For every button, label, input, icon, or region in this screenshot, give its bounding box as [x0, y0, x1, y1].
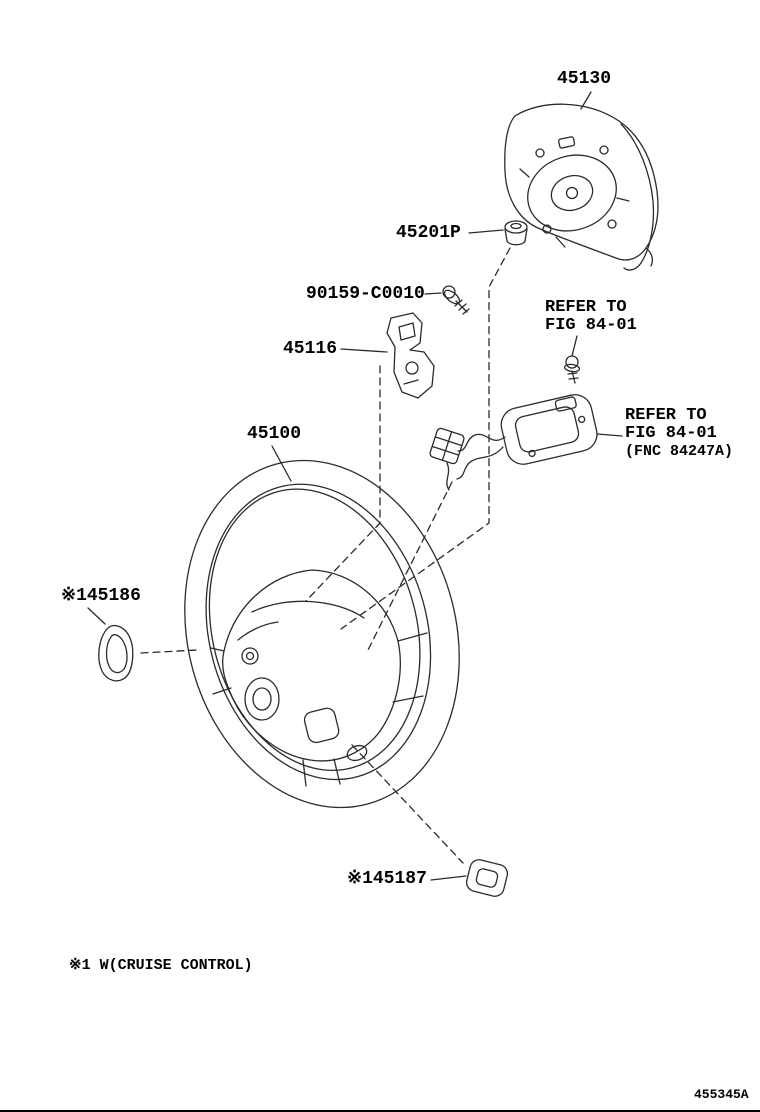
reference-note-right-line1: REFER TO [625, 406, 707, 425]
screw-90159-drawing [442, 285, 470, 315]
cruise-control-footnote: ※1 W(CRUISE CONTROL) [69, 957, 253, 974]
steering-wheel-drawing [184, 459, 460, 809]
leader-lines [87, 91, 623, 881]
callout-45201p-label: 45201P [396, 223, 461, 243]
clip-45186-drawing [98, 624, 134, 682]
callout-45130-label: 45130 [557, 69, 612, 89]
figure-code: 455345A [694, 1087, 749, 1102]
callout-45116-label: 45116 [283, 339, 338, 359]
reference-note-upper-line1: REFER TO [545, 298, 627, 317]
grommet-45201p-drawing [504, 220, 528, 246]
reference-note-right-line3: (FNC 84247A) [625, 443, 734, 460]
wire-connector-drawing [429, 427, 465, 491]
switch-45116-drawing [386, 312, 435, 399]
reference-note-upper-line2: FIG 84-01 [545, 316, 637, 335]
callout-90159-label: 90159-C0010 [306, 284, 425, 304]
combination-switch-drawing [456, 394, 598, 480]
clip-45187-drawing [465, 859, 509, 897]
reference-note-upper: REFER TO FIG 84-01 [545, 299, 637, 335]
airbag-pad-drawing [504, 103, 659, 271]
callout-45186-label: ※145186 [61, 586, 141, 606]
screw-refer-drawing [563, 355, 581, 384]
callout-45187-label: ※145187 [347, 869, 427, 889]
bottom-border-line [0, 1110, 760, 1112]
reference-note-right: REFER TO FIG 84-01 (FNC 84247A) [625, 407, 733, 461]
reference-note-right-line2: FIG 84-01 [625, 424, 717, 443]
callout-45100-label: 45100 [247, 424, 302, 444]
